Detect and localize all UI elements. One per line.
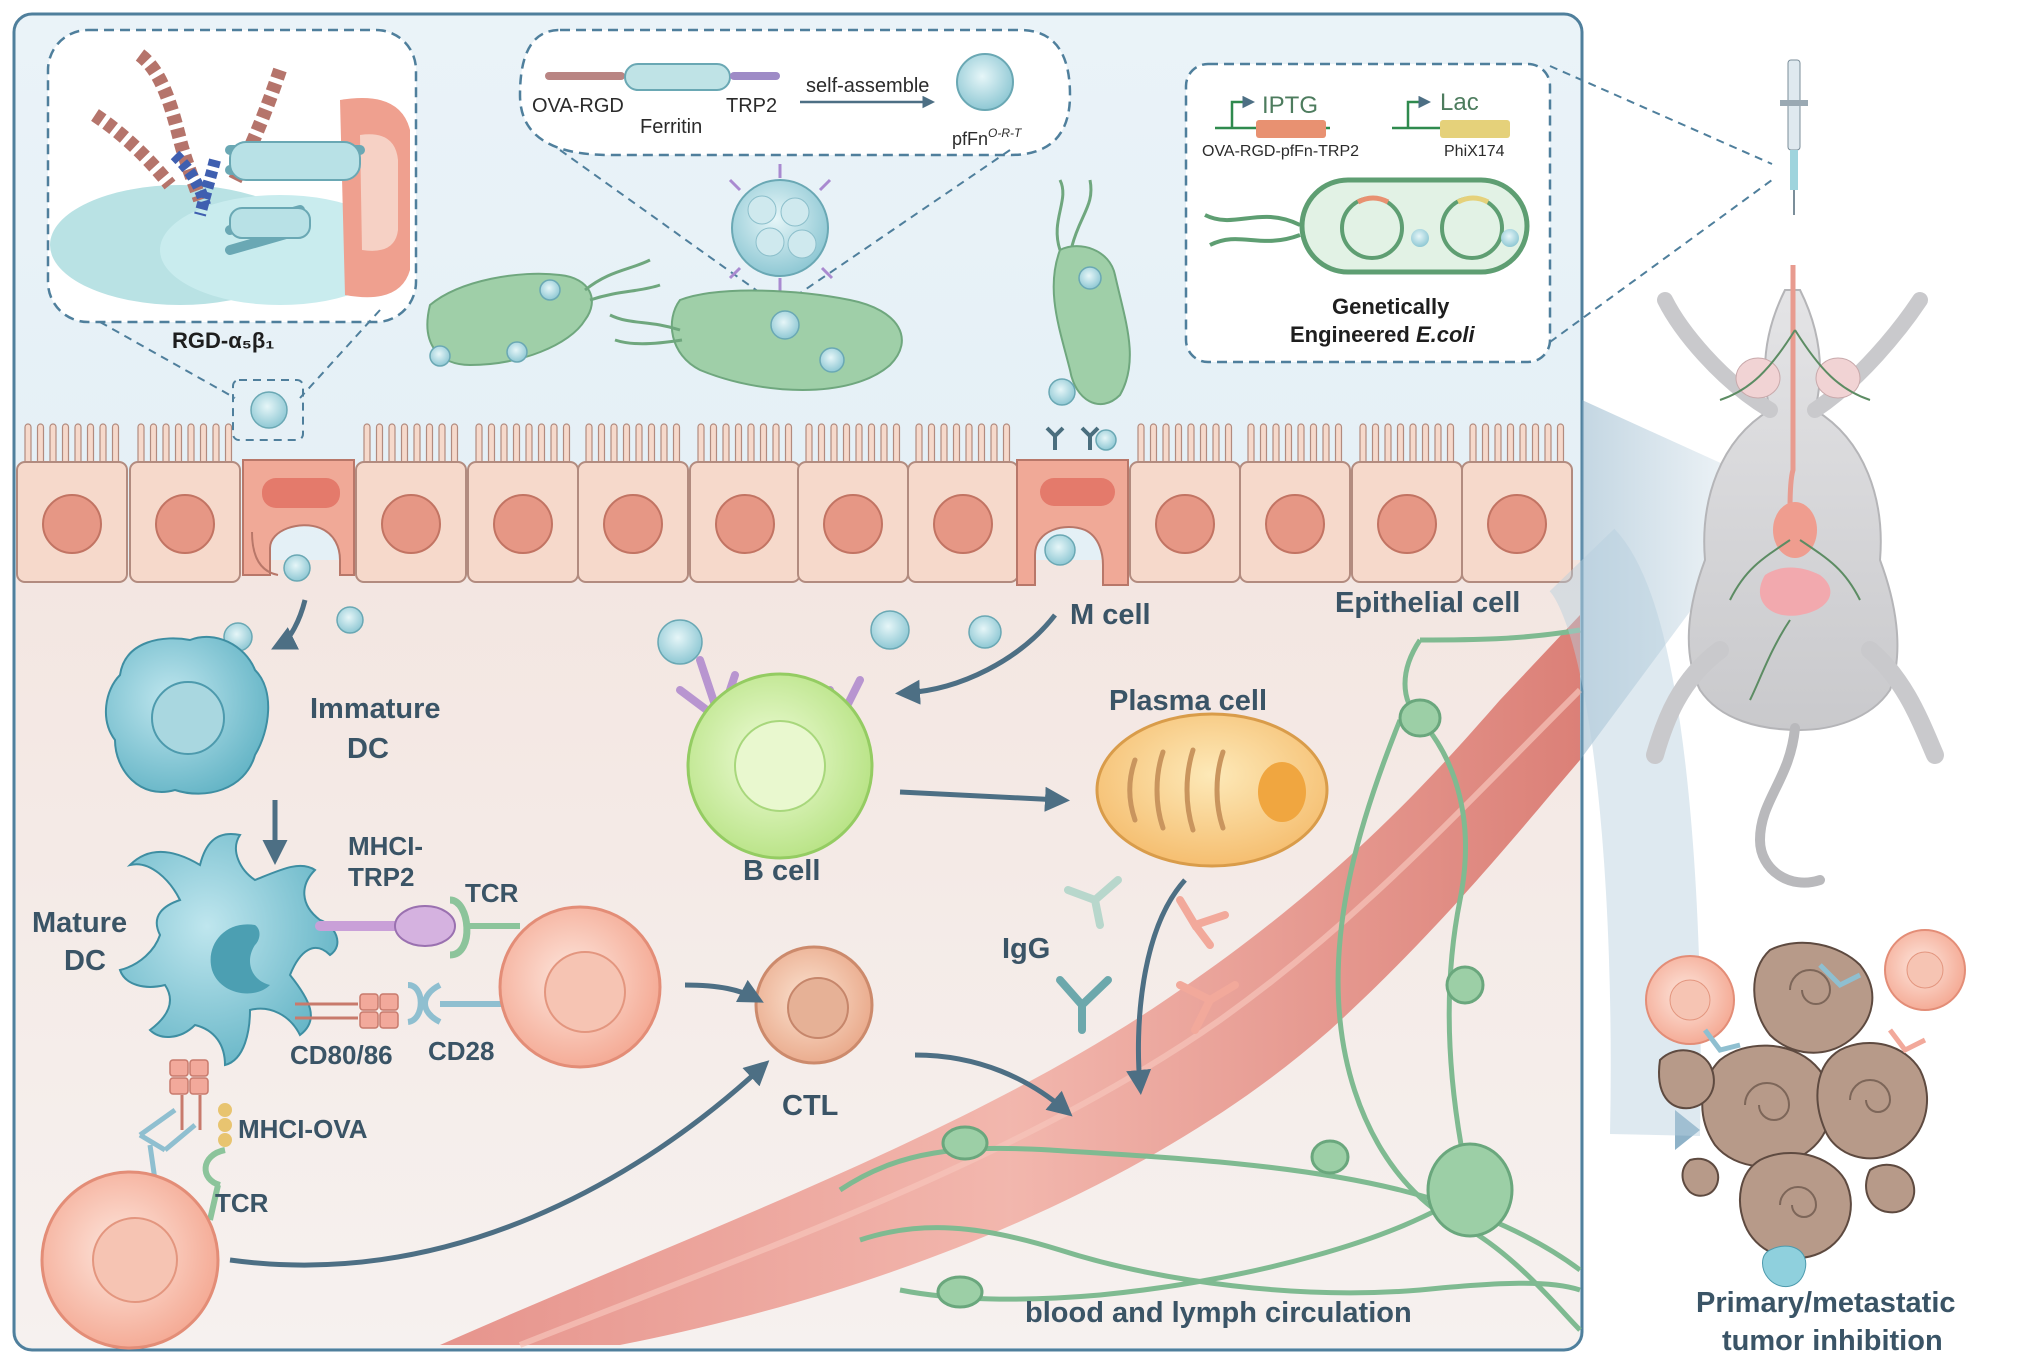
nucleus: [823, 494, 883, 554]
m-cell-label: M cell: [1070, 599, 1151, 631]
mouse-leader-lines: [1549, 65, 1773, 343]
nucleus: [42, 494, 102, 554]
ecoli-inset: IPTG OVA-RGD-pfFn-TRP2 Lac PhiX174 Genet…: [1184, 62, 1552, 364]
construct-label: OVA-RGD-pfFn-TRP2: [1202, 143, 1359, 160]
inset-leader-lines: [99, 309, 381, 441]
epithelial-layer: [16, 423, 1573, 583]
nucleus: [381, 494, 441, 554]
synapse-top: MHCI- TRP2 TCR CD80/86 CD28: [290, 831, 520, 1070]
epithelial-cell: [1461, 423, 1573, 583]
epithelial-cell: [577, 423, 689, 583]
b-cell-label: B cell: [743, 855, 820, 887]
arrows: [229, 599, 1187, 1268]
syringe: [1780, 59, 1808, 215]
blood-vessel: [440, 615, 1583, 1348]
epithelial-label: Epithelial cell: [1335, 587, 1520, 619]
nucleus: [1265, 494, 1325, 554]
lymph-nodes: [936, 698, 1514, 1309]
tcr-bottom-label: TCR: [215, 1188, 269, 1218]
cd28-label: CD28: [428, 1036, 494, 1066]
immature-label: Immature: [310, 693, 441, 725]
pffn-label: pfFnO-R-T: [952, 126, 1023, 149]
nucleus: [603, 494, 663, 554]
trp2-label: TRP2: [726, 95, 777, 117]
nucleus: [933, 494, 993, 554]
ctl-label: CTL: [782, 1090, 838, 1122]
epithelial-cell: [797, 423, 909, 583]
pffn-nanoparticle-large: [728, 164, 834, 292]
ctl: CTL: [754, 945, 874, 1122]
ova-rgd-label: OVA-RGD: [532, 95, 624, 117]
nucleus: [155, 494, 215, 554]
nucleus: [1377, 494, 1437, 554]
epithelial-cell: [907, 423, 1019, 583]
immature-dc: Immature DC: [104, 635, 441, 795]
rgd-label: RGD-α₅β₁: [172, 328, 274, 353]
mature-label: Mature: [32, 907, 127, 939]
nucleus: [493, 494, 553, 554]
circulation-label: blood and lymph circulation: [1025, 1297, 1412, 1329]
cd80-label: CD80/86: [290, 1040, 393, 1070]
tumor-label-2: tumor inhibition: [1722, 1325, 1943, 1357]
t-cell-top: [498, 905, 662, 1069]
phix-label: PhiX174: [1444, 143, 1505, 160]
epithelial-cell: [1129, 423, 1241, 583]
small-nanoparticles: [223, 266, 1117, 665]
epithelial-cell: [1351, 423, 1463, 583]
integrin-inset: RGD-α₅β₁: [46, 28, 418, 353]
synapse-bottom: MHCI-OVA TCR: [138, 1059, 368, 1221]
engineered-label: Engineered E.coli: [1290, 322, 1476, 347]
iptg-label: IPTG: [1262, 92, 1318, 119]
nucleus: [1155, 494, 1215, 554]
nucleus: [1487, 494, 1547, 554]
mhci-ova-label: MHCI-OVA: [238, 1114, 368, 1144]
nucleus: [715, 494, 775, 554]
epithelial-cell: [467, 423, 579, 583]
m-cell-left: [242, 459, 355, 576]
pffn-assembly-inset: OVA-RGD Ferritin TRP2 self-assemble pfFn…: [518, 28, 1072, 157]
m-cell-right: [1016, 426, 1129, 586]
genetically-label: Genetically: [1332, 294, 1450, 319]
immature-dc-label: DC: [347, 733, 389, 765]
ferritin-label: Ferritin: [640, 116, 702, 138]
t-cell-bottom: [40, 1170, 220, 1350]
igg-antibodies: IgG: [1002, 876, 1239, 1034]
mature-dc-label: DC: [64, 945, 106, 977]
b-cell: B cell: [676, 656, 874, 887]
epithelial-cell: [16, 423, 128, 583]
epithelial-cell: [689, 423, 801, 583]
tcr-top-label: TCR: [465, 878, 519, 908]
igg-label: IgG: [1002, 933, 1050, 965]
epithelial-cell: [355, 423, 467, 583]
tumor-cluster: Primary/metastatic tumor inhibition: [1645, 929, 1966, 1357]
epithelial-cell: [1239, 423, 1351, 583]
plasma-label: Plasma cell: [1109, 685, 1267, 717]
mhci-trp2-label-1: MHCI-: [348, 831, 423, 861]
lac-label: Lac: [1440, 89, 1479, 116]
mature-dc: Mature DC: [32, 833, 339, 1067]
tumor-label-1: Primary/metastatic: [1696, 1287, 1956, 1319]
self-assemble-label: self-assemble: [806, 75, 929, 97]
plasma-cell: Plasma cell: [1095, 685, 1329, 868]
mouse: [1646, 59, 1944, 888]
epithelial-cell: [129, 423, 241, 583]
mhci-trp2-label-2: TRP2: [348, 862, 414, 892]
